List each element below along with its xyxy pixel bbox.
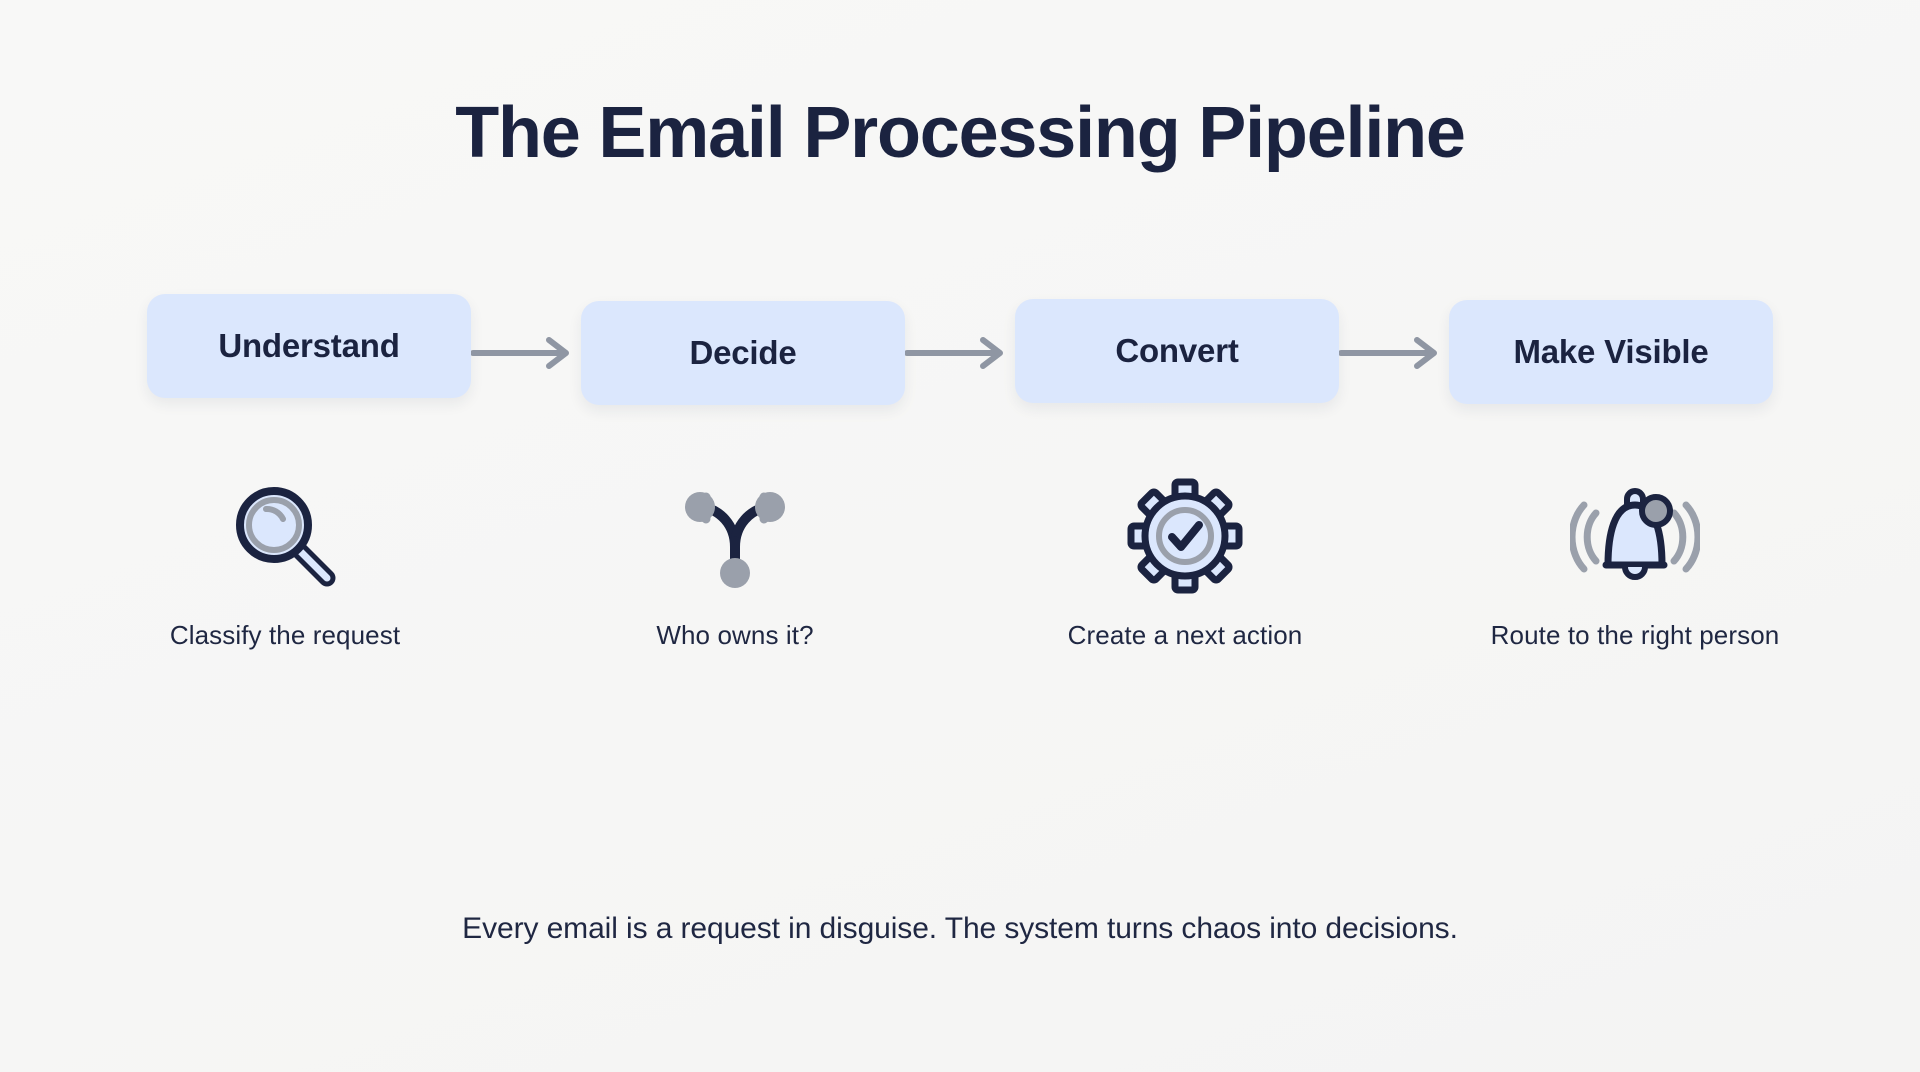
detail-understand: Classify the request <box>60 470 510 651</box>
branch-fork-icon <box>676 470 794 602</box>
arrow-right-icon-3 <box>1331 336 1457 370</box>
stage-label-make-visible: Make Visible <box>1513 332 1709 370</box>
detail-make-visible: Route to the right person <box>1410 470 1860 651</box>
pipeline-detail-row: Classify the request <box>60 470 1860 651</box>
stage-understand[interactable]: Understand <box>147 293 471 398</box>
stage-label-decide: Decide <box>689 333 797 371</box>
caption-understand: Classify the request <box>169 619 401 650</box>
caption-decide: Who owns it? <box>656 619 814 650</box>
caption-make-visible: Route to the right person <box>1490 619 1780 650</box>
pipeline-stage-row: Understand Decide Convert <box>60 293 1860 412</box>
detail-decide: Who owns it? <box>510 470 960 651</box>
stage-box-understand[interactable]: Understand <box>147 293 471 398</box>
stage-label-convert: Convert <box>1115 331 1239 369</box>
bell-notification-icon <box>1570 470 1700 602</box>
stage-decide[interactable]: Decide <box>581 300 905 405</box>
footer-tagline: Every email is a request in disguise. Th… <box>462 912 1458 945</box>
stage-label-understand: Understand <box>218 326 400 364</box>
gear-check-icon <box>1126 470 1244 602</box>
arrow-right-icon-1 <box>463 336 589 370</box>
arrow-right-icon-2 <box>897 336 1023 370</box>
stage-box-decide[interactable]: Decide <box>581 300 905 405</box>
caption-convert: Create a next action <box>1067 619 1303 650</box>
stage-box-convert[interactable]: Convert <box>1015 298 1339 403</box>
stage-convert[interactable]: Convert <box>1015 298 1339 403</box>
page-title: The Email Processing Pipeline <box>455 93 1466 173</box>
stage-box-make-visible[interactable]: Make Visible <box>1449 299 1773 404</box>
stage-make-visible[interactable]: Make Visible <box>1449 299 1773 404</box>
magnifier-icon <box>226 470 344 602</box>
detail-convert: Create a next action <box>960 470 1410 651</box>
